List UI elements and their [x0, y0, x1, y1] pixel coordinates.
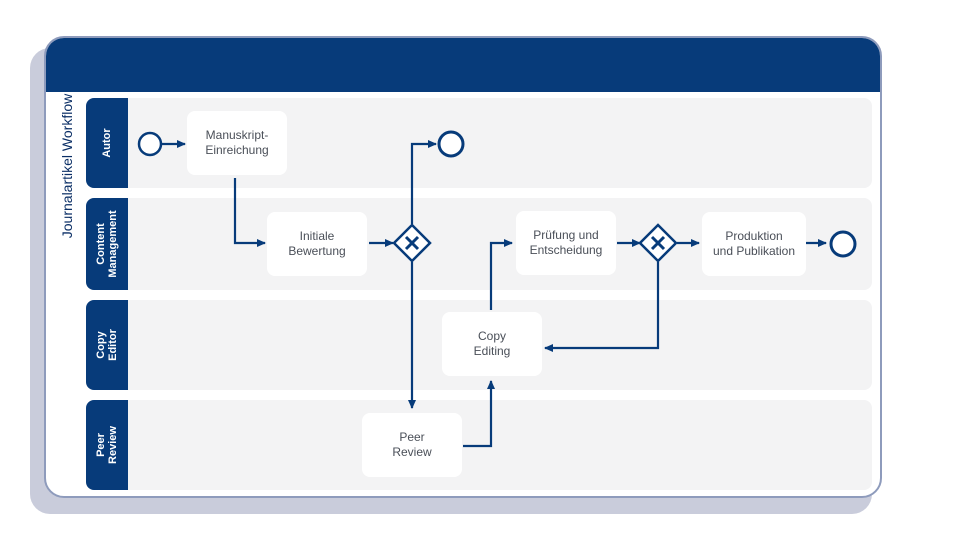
lane-tab-copy-editor: Copy Editor	[86, 300, 128, 390]
start-event	[137, 131, 163, 157]
task-production-publication: Produktion und Publikation	[702, 212, 806, 276]
card-header	[46, 38, 880, 92]
task-manuscript-submission: Manuskript- Einreichung	[187, 111, 287, 175]
flow-submission-to-initial-review	[233, 178, 266, 247]
lane-tab-peer-review: Peer Review	[86, 400, 128, 490]
flow-copy-editing-to-review-decision	[489, 239, 513, 310]
task-initial-review: Initiale Bewertung	[267, 212, 367, 276]
flow-peer-review-to-copy-editing	[463, 380, 495, 448]
end-event-top	[437, 130, 465, 158]
lane-tab-content-management: Content Management	[86, 198, 128, 290]
exclusive-gateway-1	[392, 223, 432, 263]
task-review-decision: Prüfung und Entscheidung	[516, 211, 616, 275]
task-copy-editing: Copy Editing	[442, 312, 542, 376]
flow-gateway-to-copy-editing	[544, 262, 660, 352]
end-event-final	[829, 230, 857, 258]
flow-gateway-to-end	[410, 140, 437, 224]
exclusive-gateway-2	[638, 223, 678, 263]
lane-tab-autor: Autor	[86, 98, 128, 188]
task-peer-review: Peer Review	[362, 413, 462, 477]
lane-peer-review	[128, 400, 872, 490]
